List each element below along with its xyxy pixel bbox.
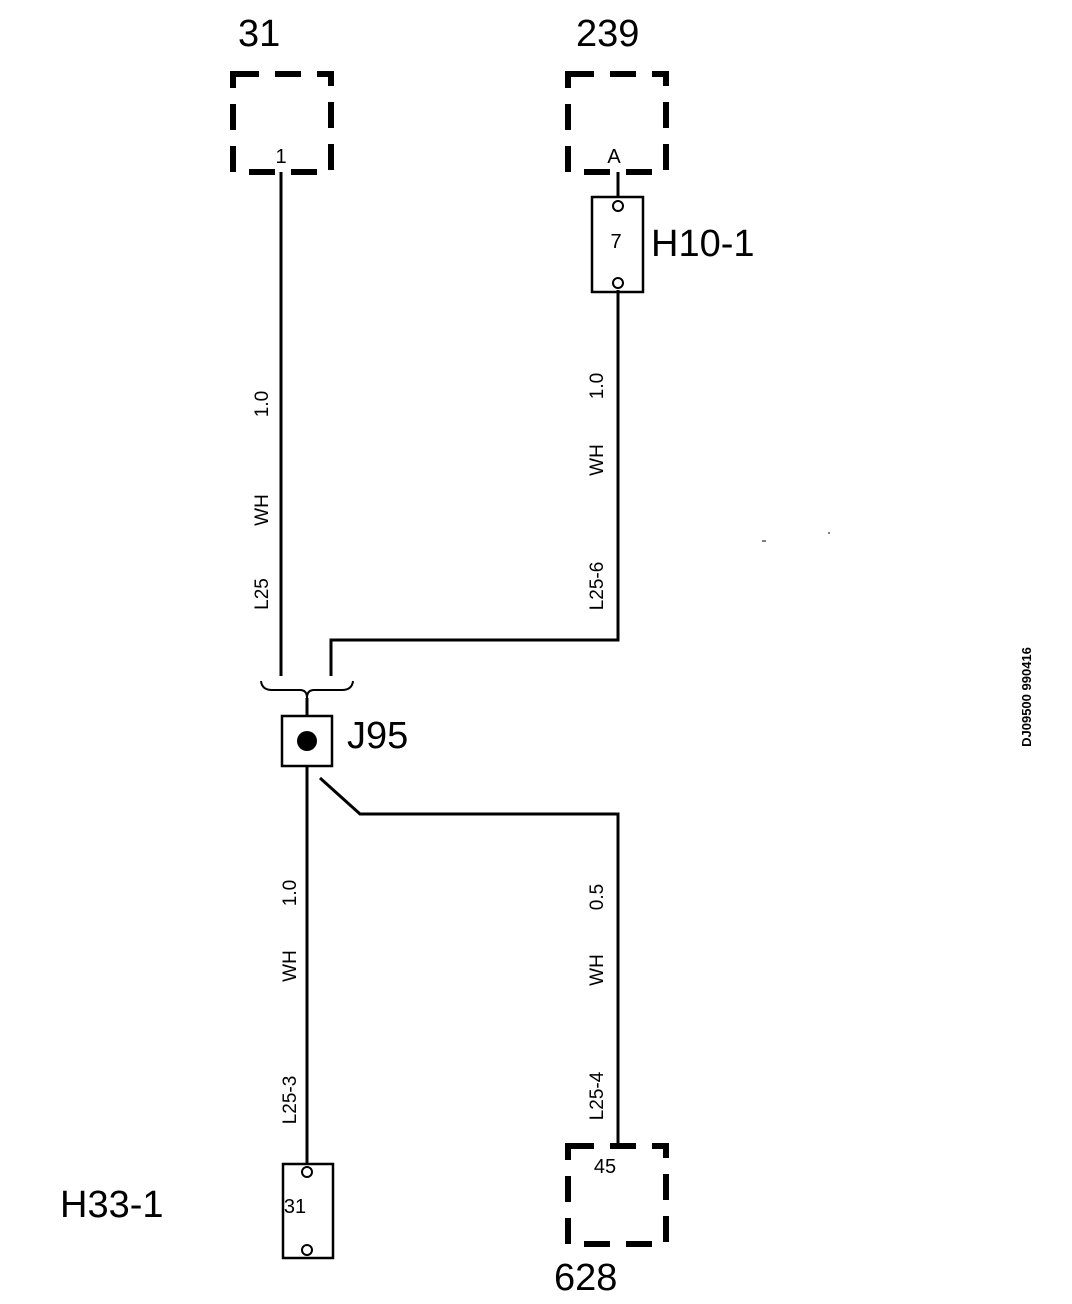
component-239-pin: A: [607, 146, 621, 168]
component-628-pin: 45: [594, 1156, 616, 1178]
component-239-outline: [565, 71, 669, 175]
wire-l25-6-color: WH: [587, 444, 608, 476]
wire-l25-gauge: 1.0: [252, 391, 273, 417]
wire-l25-6-id: L25-6: [587, 562, 608, 611]
connector-h33-1-pin-top: [301, 1166, 313, 1178]
connector-h10-1: 7 H10-1: [590, 172, 755, 294]
wire-l25-id: L25: [252, 578, 273, 610]
component-31-pin: 1: [275, 146, 286, 168]
connector-h10-1-pin-bottom: [612, 277, 624, 289]
connector-h10-1-label: H10-1: [651, 223, 755, 265]
wire-l25-color: WH: [252, 494, 273, 526]
component-628-outline: [565, 1143, 669, 1247]
component-628: 45 628: [554, 1143, 669, 1299]
wire-l25-6-line: [329, 290, 620, 676]
wire-l25-4-color: WH: [587, 954, 608, 986]
splice-j95: J95: [280, 714, 408, 768]
component-31-outline: [230, 71, 334, 175]
wire-l25: 1.0 WH L25: [252, 172, 283, 676]
component-31: 31 1: [230, 13, 334, 175]
component-239: 239 A: [565, 13, 669, 175]
wire-l25-6-gauge: 1.0: [587, 373, 608, 399]
splice-j95-dot: [297, 731, 317, 751]
connector-h10-1-pin-number: 7: [610, 231, 621, 253]
splice-brace: [260, 680, 354, 699]
connector-h10-1-pin-top: [612, 200, 624, 212]
splice-j95-label: J95: [347, 715, 408, 757]
connector-h33-1-label: H33-1: [60, 1184, 164, 1226]
component-31-number: 31: [238, 13, 280, 55]
wire-l25-4-line: [318, 776, 620, 1146]
connector-h33-1-body: [281, 1162, 335, 1260]
wire-l25-4: 0.5 WH L25-4: [318, 776, 620, 1146]
component-628-number: 628: [554, 1257, 617, 1299]
connector-h33-1-pin-number: 31: [284, 1196, 306, 1218]
component-239-number: 239: [576, 13, 639, 55]
wire-l25-3-gauge: 1.0: [280, 880, 301, 906]
connector-h33-1: 31 H33-1: [60, 1162, 335, 1260]
wire-l25-4-id: L25-4: [587, 1071, 608, 1120]
connector-h10-1-body: [590, 195, 645, 294]
wire-l25-3-id: L25-3: [280, 1076, 301, 1125]
wire-l25-4-gauge: 0.5: [587, 884, 608, 910]
drawing-code: DJ09500 990416: [1019, 647, 1034, 747]
wire-l25-6: 1.0 WH L25-6: [329, 290, 620, 676]
connector-h33-1-pin-bottom: [301, 1244, 313, 1256]
wire-l25-3-color: WH: [280, 950, 301, 982]
wire-l25-3: 1.0 WH L25-3: [280, 766, 309, 1166]
